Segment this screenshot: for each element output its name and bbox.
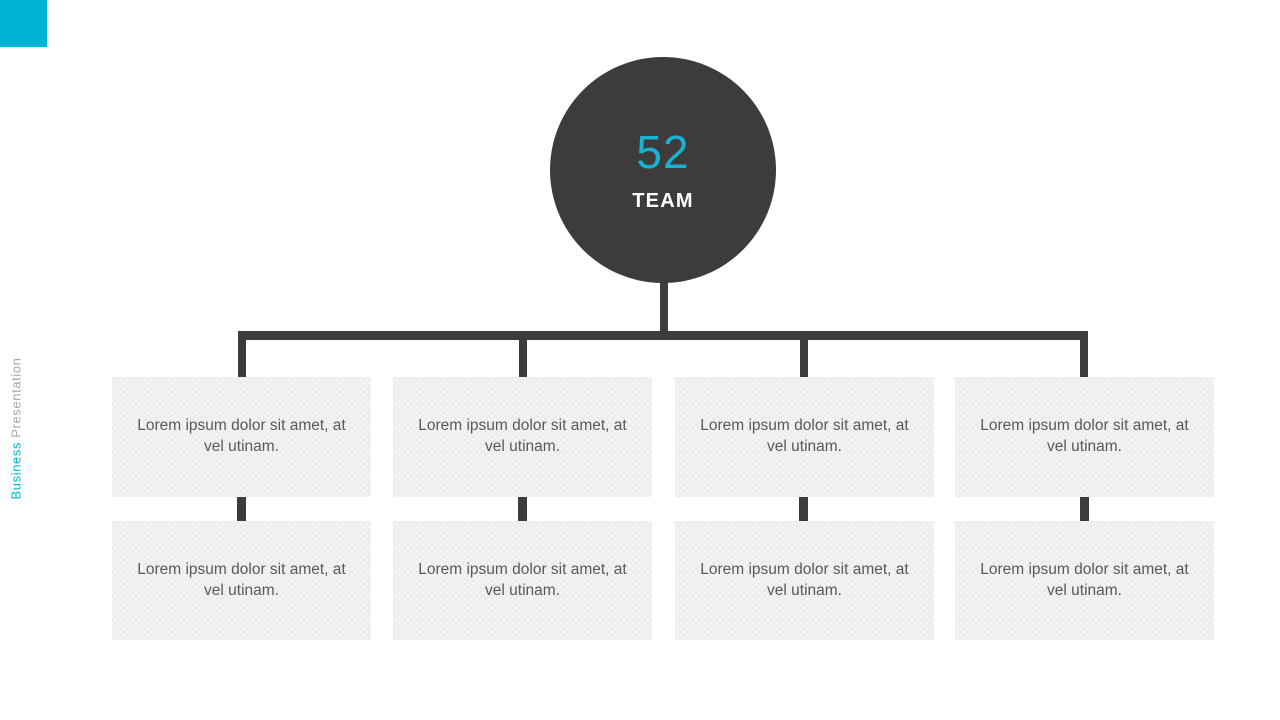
connector-horizontal-bus — [238, 331, 1088, 340]
connector-root-stem — [660, 250, 668, 334]
node-card-bottom-3[interactable]: Lorem ipsum dolor sit amet, at vel utina… — [675, 521, 934, 640]
connector-link-branch-4 — [1080, 497, 1089, 522]
connector-link-branch-2 — [518, 497, 527, 522]
node-card-bottom-2[interactable]: Lorem ipsum dolor sit amet, at vel utina… — [393, 521, 652, 640]
node-card-text: Lorem ipsum dolor sit amet, at vel utina… — [980, 560, 1189, 599]
root-node-label: TEAM — [632, 190, 694, 212]
node-card-text: Lorem ipsum dolor sit amet, at vel utina… — [700, 560, 909, 599]
corner-accent-square — [0, 0, 47, 47]
node-card-top-4[interactable]: Lorem ipsum dolor sit amet, at vel utina… — [955, 377, 1214, 497]
node-card-top-3[interactable]: Lorem ipsum dolor sit amet, at vel utina… — [675, 377, 934, 497]
node-card-text: Lorem ipsum dolor sit amet, at vel utina… — [700, 417, 909, 455]
node-card-text: Lorem ipsum dolor sit amet, at vel utina… — [137, 417, 346, 455]
node-card-bottom-4[interactable]: Lorem ipsum dolor sit amet, at vel utina… — [955, 521, 1214, 640]
node-card-top-1[interactable]: Lorem ipsum dolor sit amet, at vel utina… — [112, 377, 371, 497]
connector-drop-branch-3 — [800, 340, 808, 378]
node-card-text: Lorem ipsum dolor sit amet, at vel utina… — [137, 560, 346, 599]
connector-link-branch-3 — [799, 497, 808, 522]
connector-drop-branch-2 — [519, 340, 527, 378]
node-card-text: Lorem ipsum dolor sit amet, at vel utina… — [418, 417, 627, 455]
node-card-top-2[interactable]: Lorem ipsum dolor sit amet, at vel utina… — [393, 377, 652, 497]
connector-link-branch-1 — [237, 497, 246, 522]
node-card-text: Lorem ipsum dolor sit amet, at vel utina… — [418, 560, 627, 599]
node-card-text: Lorem ipsum dolor sit amet, at vel utina… — [980, 417, 1189, 455]
connector-drop-branch-4 — [1080, 340, 1088, 378]
root-node-value: 52 — [636, 126, 690, 178]
connector-drop-branch-1 — [238, 340, 246, 378]
root-node-team[interactable]: 52 TEAM — [550, 57, 776, 283]
node-card-bottom-1[interactable]: Lorem ipsum dolor sit amet, at vel utina… — [112, 521, 371, 640]
